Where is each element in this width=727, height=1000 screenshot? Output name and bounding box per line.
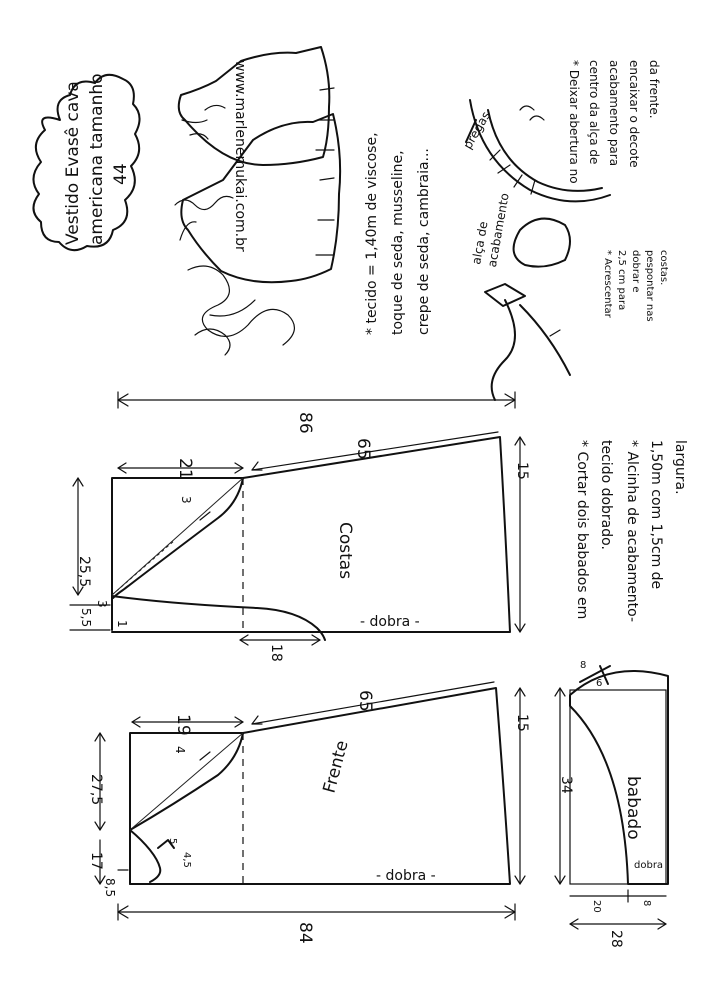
fabric-note-1: * tecido = 1,40m de viscose,: [364, 132, 380, 335]
frente-fold: - dobra -: [376, 868, 436, 884]
add-note-2: 2,5 cm para: [616, 250, 627, 310]
costas-n18: 18: [268, 644, 284, 662]
babado-top6: 6: [596, 678, 602, 689]
ruffle-note-2: tecido dobrado.: [598, 440, 614, 550]
babado-n20: 20: [591, 900, 602, 913]
title-size: 44: [111, 163, 131, 185]
babado-height: 34: [558, 776, 574, 794]
frente-hem: 15: [514, 714, 530, 732]
strap-note-2: 1,50m com 1,5cm de: [648, 440, 664, 589]
costas-top-width: 25,5: [76, 556, 92, 587]
costas-side: 65: [353, 438, 373, 460]
frente-top-width: 27,5: [88, 774, 104, 805]
costas-fold: - dobra -: [360, 614, 420, 630]
opening-note-5: da frente.: [647, 60, 661, 119]
frente-n17: 17: [88, 852, 104, 870]
costas-pattern: 86 21 65 15 25,5 3 5,5 3 1 18 Costas - d…: [69, 391, 530, 662]
signature: [187, 265, 295, 356]
costas-label: Costas: [335, 522, 355, 579]
frente-total: 84: [295, 922, 315, 944]
babado-label: babado: [623, 776, 643, 840]
costas-n3: 3: [179, 496, 193, 504]
title-line1: Vestido Evasê cava: [63, 81, 83, 245]
frente-n5: 5: [167, 838, 178, 844]
strap-detail: [484, 217, 571, 401]
babado-fold: dobra: [634, 860, 663, 871]
fabric-note-2: toque de seda, musseline,: [390, 150, 406, 335]
strap-note-3: largura.: [672, 440, 688, 495]
babado-top8: 8: [580, 660, 586, 671]
frente-upper: 19: [173, 714, 193, 736]
frente-label: Frente: [320, 738, 353, 795]
add-note-1: * Acrescentar: [602, 250, 613, 319]
costas-n1: 1: [115, 620, 129, 628]
pregas-label: pregas: [460, 109, 493, 151]
costas-n55: 5,5: [79, 608, 93, 627]
opening-note-2: centro da alça de: [587, 60, 601, 164]
babado-n28: 28: [608, 930, 624, 948]
opening-note-1: * Deixar abertura no: [567, 60, 581, 184]
add-note-4: pespontar nas: [644, 250, 655, 322]
title-cloud: Vestido Evasê cava americana tamanho 44: [32, 73, 141, 252]
frente-side: 65: [355, 690, 375, 712]
costas-n3b: 3: [95, 600, 109, 608]
title-line2: americana tamanho: [87, 73, 107, 245]
ruffle-note-1: * Cortar dois babados em: [574, 440, 590, 619]
costas-hem: 15: [514, 462, 530, 480]
strap-note-1: * Alcinha de acabamento-: [624, 440, 640, 622]
babado-n8: 8: [641, 900, 652, 906]
add-note-5: costas.: [658, 250, 669, 285]
dress-illustration-front: [174, 113, 342, 284]
opening-note-4: encaixar o decote: [627, 60, 641, 168]
frente-n4: 4: [173, 746, 187, 754]
dress-illustration-back: [177, 46, 335, 166]
babado-pattern: 34 babado dobra 20 8 28 8 6: [554, 660, 669, 948]
costas-upper: 21: [175, 458, 195, 480]
opening-note-3: acabamento para: [607, 60, 621, 166]
frente-pattern: 84 19 65 15 27,5 4 17 8,5 4,5 5 Frente -…: [88, 681, 530, 944]
add-note-3: dobrar e: [630, 250, 641, 293]
frente-n45: 4,5: [181, 852, 192, 868]
fabric-note-3: crepe de seda, cambraia...: [416, 148, 432, 335]
frente-n85: 8,5: [103, 878, 117, 897]
costas-total: 86: [295, 412, 315, 434]
